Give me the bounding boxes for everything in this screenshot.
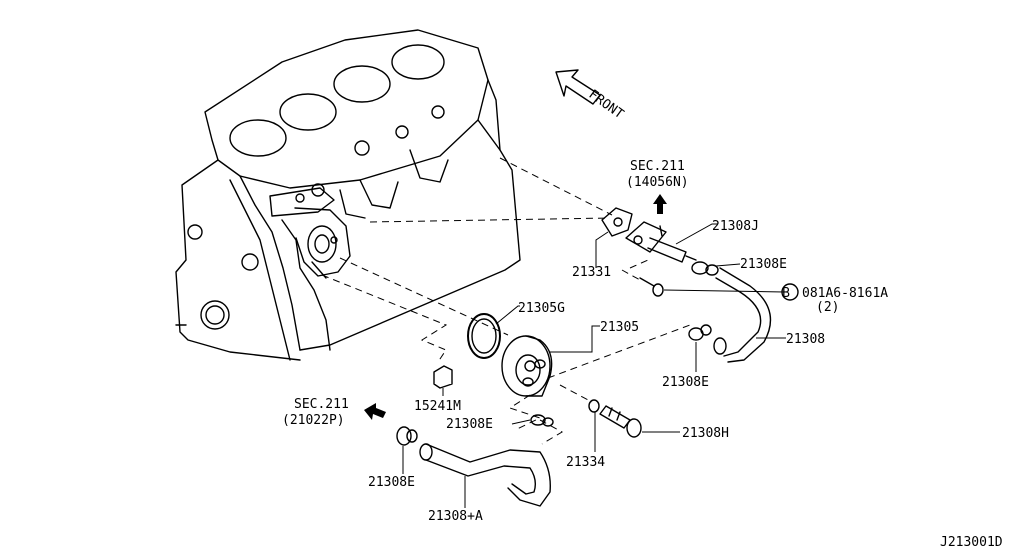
part-label: 21308H <box>682 426 729 441</box>
arrow-up-icon <box>653 194 667 214</box>
clamp-21308e-left <box>396 426 418 446</box>
phantom-lines <box>321 157 691 445</box>
clamp-21308e-right <box>688 324 712 341</box>
clamp-21308e-upper <box>691 261 719 276</box>
bolt-quantity: (2) <box>816 300 839 315</box>
part-label: 21334 <box>566 455 605 470</box>
part-label: 21308J <box>712 219 759 234</box>
part-label: 21305 <box>600 320 639 335</box>
hose-21308-a <box>419 443 551 507</box>
sec-top-line1: SEC.211 <box>630 159 685 174</box>
part-label: 21331 <box>572 265 611 280</box>
engine-block <box>175 29 521 361</box>
washer-21334 <box>588 399 600 413</box>
circled-b-icon <box>781 283 799 301</box>
sec-top-line2: (14056N) <box>626 175 689 190</box>
arrow-left-icon <box>364 403 386 420</box>
hose-21308 <box>713 267 772 363</box>
sec-left-line1: SEC.211 <box>294 397 349 412</box>
bolt-21308h <box>599 405 642 438</box>
plug-15241m <box>433 365 453 389</box>
part-label: 21308E <box>740 257 787 272</box>
bolt-part-number: 081A6-8161A <box>802 286 888 301</box>
part-label: 15241M <box>414 399 461 414</box>
circled-b-letter: B <box>782 286 790 301</box>
upper-outlet-pipe <box>601 207 697 263</box>
bolt-081a6 <box>639 277 664 297</box>
part-label: 21308E <box>368 475 415 490</box>
part-label: 21308 <box>786 332 825 347</box>
front-label: FRONT <box>586 87 627 122</box>
part-label: 21308E <box>662 375 709 390</box>
front-arrow: FRONT <box>555 69 627 122</box>
drawing-code: J213001D <box>940 535 1003 550</box>
gasket-21305g <box>467 313 501 359</box>
clamp-21308e-center <box>530 414 554 427</box>
labels: SEC.211 (14056N) 21308J 21308E 21331 B 0… <box>282 159 1003 550</box>
sec-left-line2: (21022P) <box>282 413 345 428</box>
part-label: 21305G <box>518 301 565 316</box>
leader-lines <box>402 223 786 508</box>
part-label: 21308E <box>446 417 493 432</box>
oil-cooler-21305 <box>501 335 553 397</box>
part-label: 21308+A <box>428 509 483 524</box>
